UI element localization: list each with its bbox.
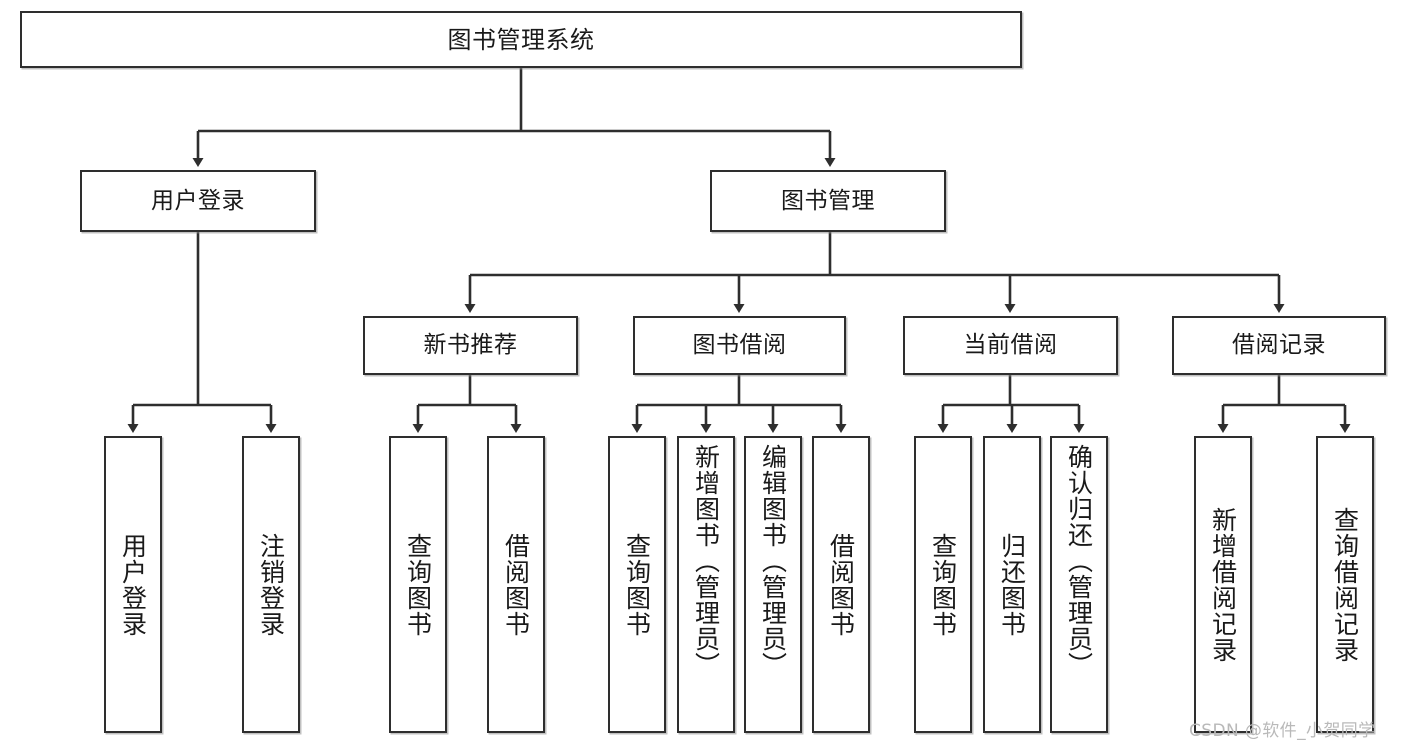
node-new-book-recommend[interactable]: 新书推荐 <box>363 316 578 375</box>
node-label: 查询图书 <box>928 532 958 637</box>
node-current-borrow[interactable]: 当前借阅 <box>903 316 1118 375</box>
node-label: 编辑图书（管理员） <box>758 444 788 678</box>
node-label: 借阅图书 <box>501 532 531 637</box>
node-label: 用户登录 <box>151 187 245 214</box>
leaf-borrow-borrow-book[interactable]: 借阅图书 <box>812 436 870 733</box>
node-label: 查询借阅记录 <box>1330 506 1360 663</box>
leaf-user-login-logout[interactable]: 注销登录 <box>242 436 300 733</box>
leaf-borrow-edit-book-admin[interactable]: 编辑图书（管理员） <box>744 436 802 733</box>
leaf-borrow-add-book-admin[interactable]: 新增图书（管理员） <box>677 436 735 733</box>
node-book-management[interactable]: 图书管理 <box>710 170 946 232</box>
leaf-recommend-borrow-book[interactable]: 借阅图书 <box>487 436 545 733</box>
node-label: 查询图书 <box>622 532 652 637</box>
node-borrow-record[interactable]: 借阅记录 <box>1172 316 1386 375</box>
node-label: 查询图书 <box>403 532 433 637</box>
watermark-text: CSDN @软件_小贺同学 <box>1189 721 1376 741</box>
node-label: 图书管理 <box>781 187 875 214</box>
node-label: 注销登录 <box>256 532 286 637</box>
node-label: 图书借阅 <box>692 332 787 358</box>
leaf-current-query-book[interactable]: 查询图书 <box>914 436 972 733</box>
node-root-system[interactable]: 图书管理系统 <box>20 11 1022 68</box>
node-book-borrow[interactable]: 图书借阅 <box>633 316 846 375</box>
leaf-record-query-record[interactable]: 查询借阅记录 <box>1316 436 1374 733</box>
node-label: 图书管理系统 <box>447 25 595 54</box>
node-label: 借阅图书 <box>826 532 856 637</box>
node-label: 借阅记录 <box>1232 332 1326 358</box>
node-label: 新增图书（管理员） <box>691 444 721 678</box>
leaf-recommend-query-book[interactable]: 查询图书 <box>389 436 447 733</box>
leaf-current-confirm-return-admin[interactable]: 确认归还（管理员） <box>1050 436 1108 733</box>
leaf-user-login-login[interactable]: 用户登录 <box>104 436 162 733</box>
node-user-login[interactable]: 用户登录 <box>80 170 316 232</box>
leaf-record-add-record[interactable]: 新增借阅记录 <box>1194 436 1252 733</box>
leaf-borrow-query-book[interactable]: 查询图书 <box>608 436 666 733</box>
leaf-current-return-book[interactable]: 归还图书 <box>983 436 1041 733</box>
node-label: 新增借阅记录 <box>1208 506 1238 663</box>
node-label: 用户登录 <box>118 532 148 637</box>
node-label: 当前借阅 <box>963 332 1058 358</box>
node-label: 新书推荐 <box>423 332 518 358</box>
node-label: 确认归还（管理员） <box>1064 444 1094 678</box>
node-label: 归还图书 <box>997 532 1027 637</box>
